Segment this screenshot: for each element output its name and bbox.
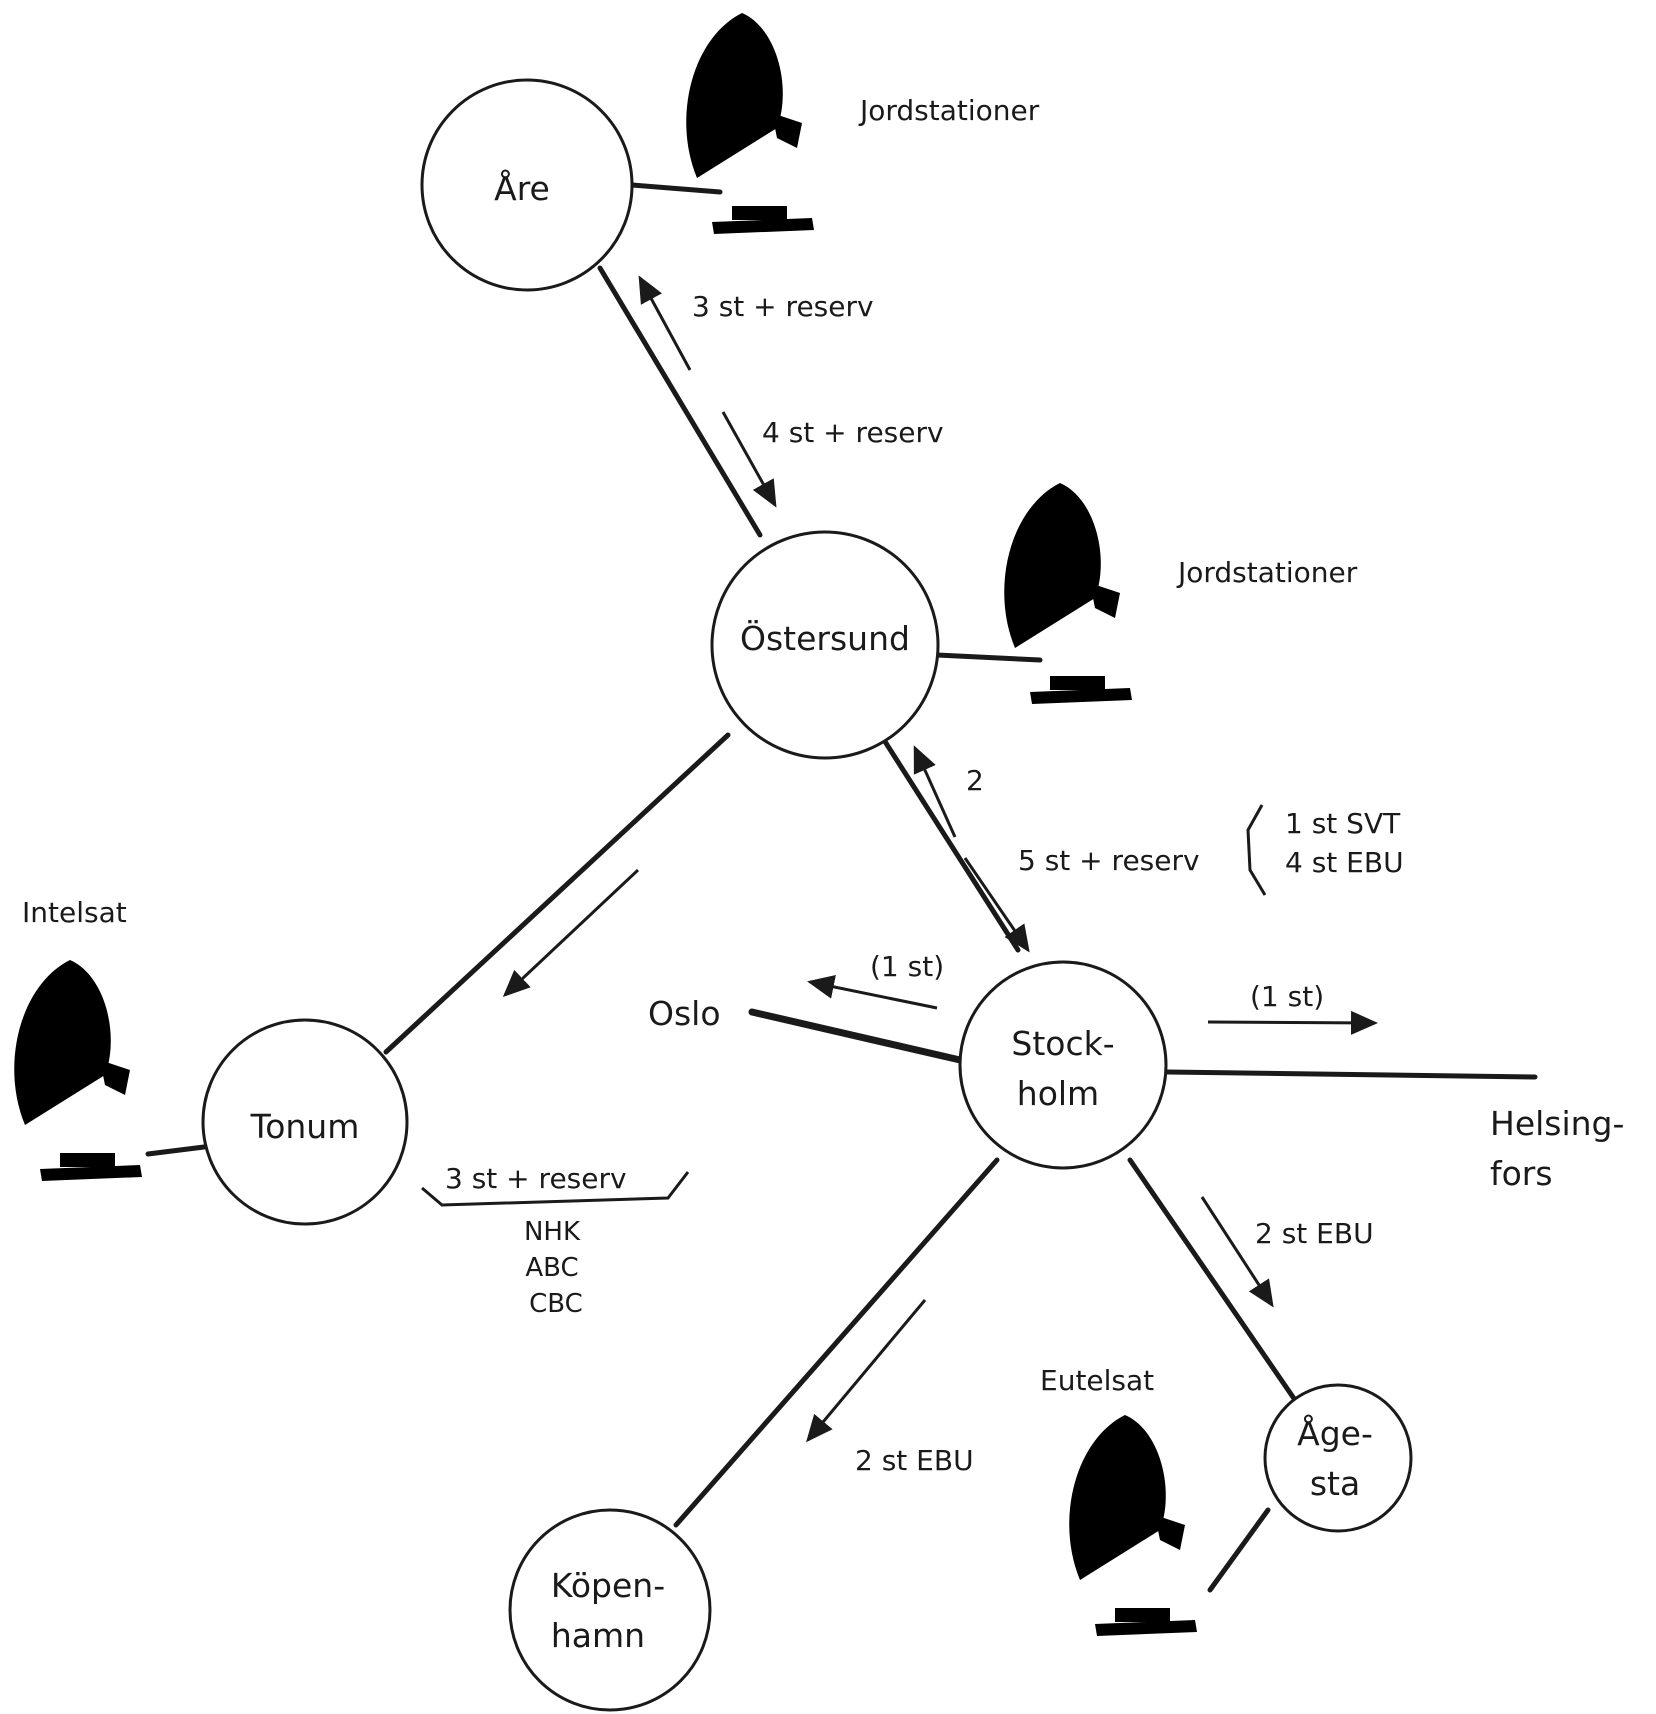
link-tonum-dish [145, 1144, 207, 1157]
arrow-to-ostersund [721, 411, 777, 508]
place-oslo: Oslo [648, 994, 721, 1033]
node-label: sta [1310, 1464, 1360, 1503]
link-are-ostersund [597, 265, 763, 538]
arrow-stockholm-to-ostersund [913, 745, 957, 838]
link-stockholm-kopenhamn [673, 1157, 1000, 1528]
node-ostersund: Östersund [710, 530, 940, 760]
station-label: Intelsat [22, 896, 127, 929]
arrow-to-agesta [1200, 1196, 1274, 1308]
node-label: Stock- [1011, 1024, 1114, 1063]
station-label: Jordstationer [1176, 556, 1358, 589]
node-label: Köpen- [551, 1566, 665, 1605]
satellite-dish-icon [8, 960, 142, 1181]
place-helsingfors: Helsing- [1490, 1104, 1624, 1143]
node-kopenhamn: Köpen- hamn [508, 1508, 712, 1712]
link-agesta-dish [1207, 1507, 1271, 1593]
annotation-breakdown-item: 1 st SVT [1285, 807, 1401, 840]
annotation-kopenhamn: 2 st EBU [855, 1444, 974, 1477]
arrow-to-helsingfors [1207, 1010, 1378, 1035]
annotation-bracket [1246, 804, 1267, 896]
arrow-to-tonum [502, 868, 640, 998]
node-label: Tonum [250, 1107, 360, 1146]
annotation-breakdown-item: CBC [529, 1289, 583, 1319]
link-ostersund-tonum [383, 732, 731, 1055]
annotation-tonum: 3 st + reserv [445, 1162, 627, 1195]
node-label: Åge- [1297, 1413, 1373, 1453]
node-agesta: Åge- sta [1263, 1383, 1413, 1533]
link-stockholm-agesta [1127, 1157, 1298, 1403]
node-label: hamn [551, 1616, 645, 1655]
satellite-dish-icon [998, 483, 1132, 704]
annotation-sthlm-up: 2 [966, 764, 984, 797]
node-are: Åre [420, 78, 634, 292]
station-label: Eutelsat [1040, 1364, 1154, 1397]
annotation-breakdown-item: NHK [524, 1217, 581, 1247]
annotation-helsingfors: (1 st) [1250, 980, 1324, 1013]
node-label: Östersund [740, 618, 910, 658]
annotation-are-down: 4 st + reserv [762, 416, 944, 449]
node-label: Åre [494, 168, 550, 208]
annotation-are-up: 3 st + reserv [692, 290, 874, 323]
node-label: holm [1017, 1074, 1099, 1113]
annotation-sthlm-down: 5 st + reserv [1018, 844, 1200, 877]
node-stockholm: Stock- holm [958, 960, 1168, 1170]
satellite-dish-icon [680, 13, 814, 234]
annotation-agesta: 2 st EBU [1255, 1217, 1374, 1250]
link-oslo-stockholm [748, 1008, 964, 1064]
annotation-breakdown-item: ABC [525, 1253, 578, 1283]
arrow-ostersund-to-stockholm [963, 857, 1030, 953]
arrow-to-kopenhamn [806, 1299, 927, 1443]
satellite-dish-icon [1063, 1415, 1197, 1636]
station-label: Jordstationer [858, 94, 1040, 127]
arrow-to-are [638, 275, 692, 371]
link-stockholm-helsingfors [1165, 1069, 1538, 1080]
annotation-oslo: (1 st) [870, 950, 944, 983]
arrow-to-oslo [807, 975, 938, 1010]
link-ostersund-stockholm [881, 737, 1021, 953]
link-are-dish [629, 182, 723, 195]
node-tonum: Tonum [201, 1018, 409, 1226]
link-ostersund-dish [934, 652, 1043, 663]
annotation-breakdown-item: 4 st EBU [1285, 846, 1404, 879]
annotation-bracket [421, 1171, 690, 1207]
place-helsingfors: fors [1490, 1154, 1553, 1193]
